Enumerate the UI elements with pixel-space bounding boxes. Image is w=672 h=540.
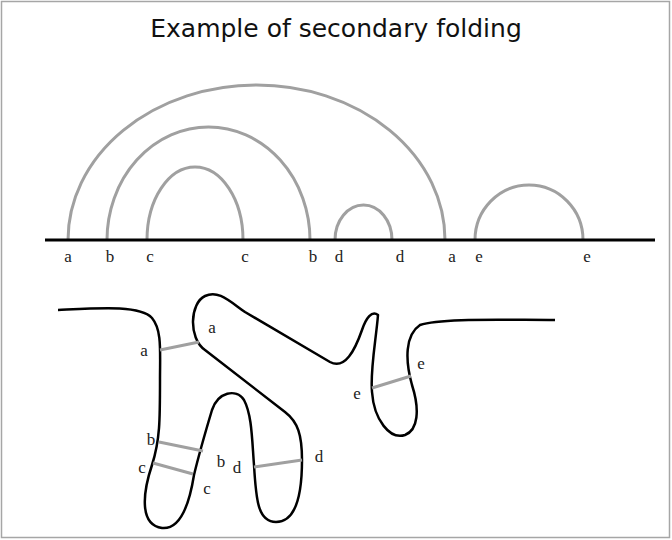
sequence-letter: e <box>475 248 483 265</box>
pair-letter: c <box>203 480 211 497</box>
pair-bonds <box>153 342 411 474</box>
pair-bond <box>153 463 193 474</box>
sequence-letter: a <box>64 248 72 265</box>
arcs <box>68 85 583 240</box>
pair-bond <box>159 442 203 451</box>
sequence-letter: b <box>309 248 318 265</box>
sequence-letter: e <box>583 248 591 265</box>
pair-letter: c <box>138 459 146 476</box>
arc <box>107 127 310 240</box>
pair-letter: e <box>353 385 361 402</box>
title: Example of secondary folding <box>0 14 672 43</box>
arc <box>147 167 243 240</box>
pair-bond <box>372 376 411 388</box>
sequence-letter: a <box>448 248 456 265</box>
pair-letter: e <box>417 355 425 372</box>
sequence-letter: d <box>335 248 344 265</box>
pair-letter: b <box>217 453 226 470</box>
arc <box>68 85 445 240</box>
pair-letter: a <box>208 319 216 336</box>
folded-strand <box>58 294 555 528</box>
sequence-letter: c <box>241 248 249 265</box>
pair-letter: d <box>315 448 324 465</box>
sequence-letter: d <box>396 248 405 265</box>
pair-letter: d <box>233 459 242 476</box>
pair-bond <box>160 342 199 350</box>
arc <box>335 205 392 240</box>
pair-bond <box>254 460 302 467</box>
pair-letter: b <box>147 431 156 448</box>
sequence-line <box>45 239 655 242</box>
pair-letter: a <box>140 342 148 359</box>
sequence-letter: b <box>106 248 115 265</box>
arc <box>475 185 583 240</box>
sequence-letter: c <box>146 248 154 265</box>
